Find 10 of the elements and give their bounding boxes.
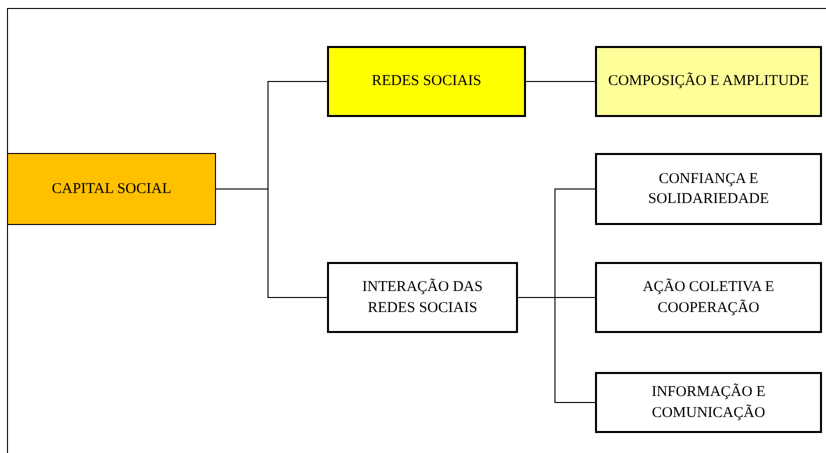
concept-box: COMPOSIÇÃO E AMPLITUDE — [595, 46, 822, 117]
concept-box: CAPITAL SOCIAL — [7, 153, 216, 225]
concept-box: REDES SOCIAIS — [327, 46, 526, 117]
connector-line — [216, 188, 328, 298]
concept-box: CONFIANÇA E SOLIDARIEDADE — [595, 153, 822, 225]
connector-line — [518, 297, 596, 403]
concept-box: INFORMAÇÃO E COMUNICAÇÃO — [595, 372, 822, 433]
concept-box: INTERAÇÃO DAS REDES SOCIAIS — [327, 262, 518, 333]
concept-box: AÇÃO COLETIVA E COOPERAÇÃO — [595, 262, 822, 333]
connector-line — [526, 81, 596, 82]
